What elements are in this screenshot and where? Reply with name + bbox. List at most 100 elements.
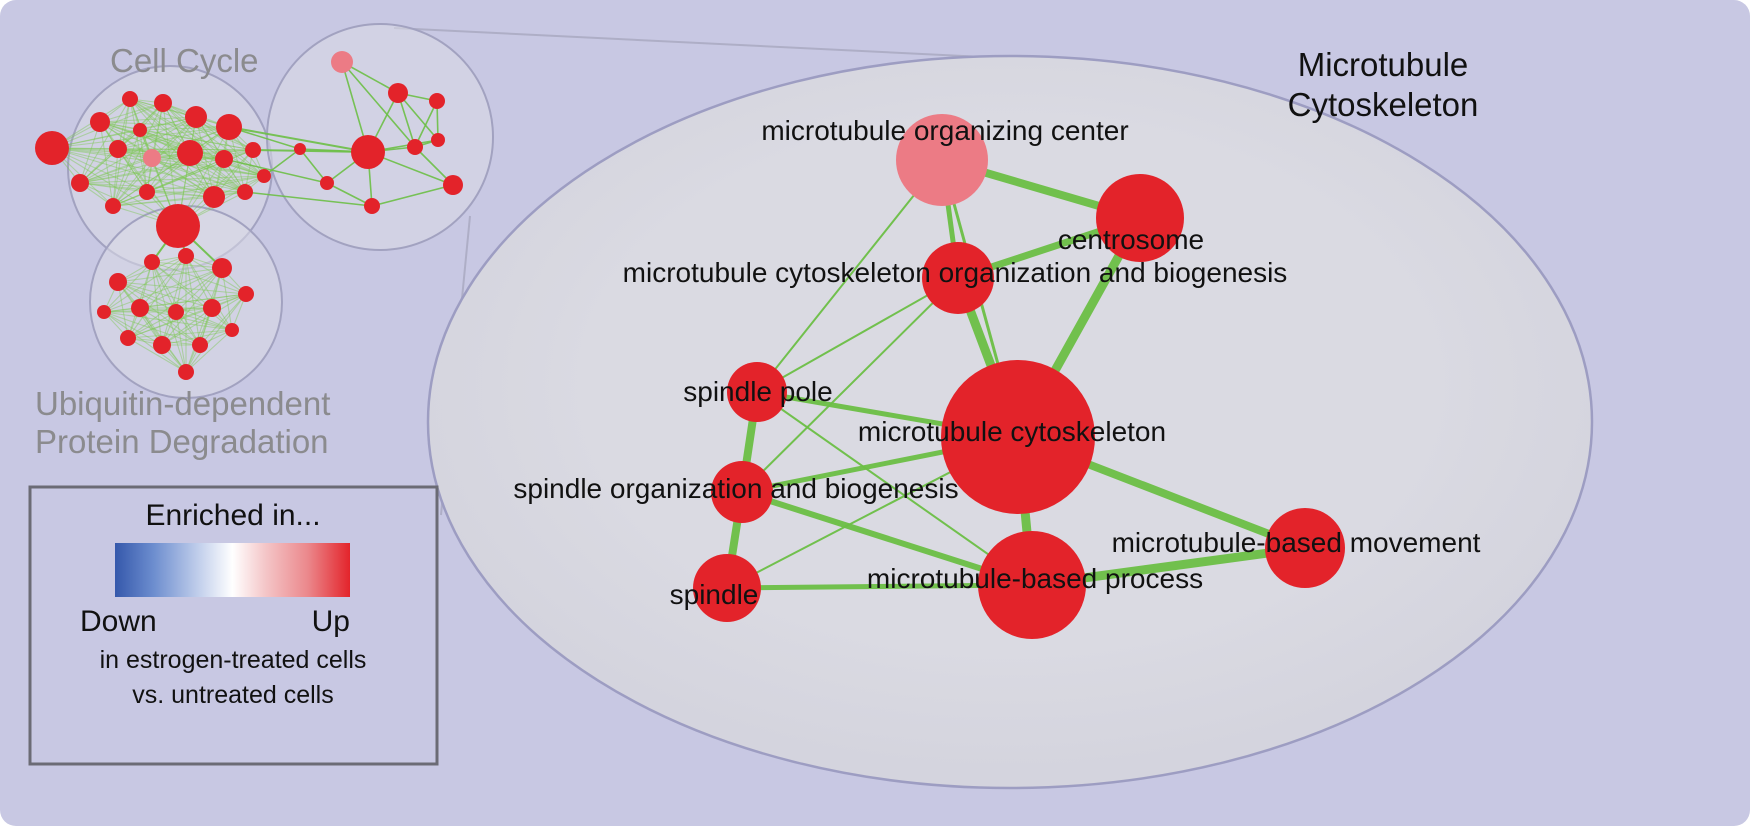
node-sob — [711, 461, 773, 523]
cell-cycle-cluster-label: Cell Cycle — [110, 42, 259, 79]
overview-edge — [79, 121, 101, 184]
overview-node — [429, 93, 445, 109]
overview-node — [215, 150, 233, 168]
overview-edge — [103, 261, 153, 313]
overview-node — [139, 184, 155, 200]
legend-border-box — [28, 485, 439, 766]
overview-edge — [185, 255, 233, 331]
overview-edge — [127, 267, 223, 339]
overview-node — [35, 131, 69, 165]
overview-edge — [199, 293, 247, 346]
overview-node — [351, 135, 385, 169]
overview-edge — [129, 98, 148, 193]
overview-edge — [99, 121, 114, 207]
overview-edge — [139, 255, 187, 309]
overview-edge — [117, 281, 201, 346]
overview-node — [105, 198, 121, 214]
cluster-outline-microtubule — [266, 23, 494, 251]
node-spindle — [693, 554, 761, 622]
overview-edge — [161, 293, 247, 346]
node-label-spindle_pole: spindle pole — [683, 376, 832, 407]
overview-edge — [103, 311, 187, 373]
overview-node — [153, 336, 171, 354]
overview-edge — [99, 121, 225, 160]
overview-node — [122, 91, 138, 107]
overview-edge — [112, 175, 265, 207]
node-moc — [896, 114, 988, 206]
overview-node — [97, 305, 111, 319]
overview-edge — [79, 158, 225, 184]
overview-edge — [139, 126, 230, 131]
overview-edge — [139, 307, 201, 346]
overview-edge — [146, 158, 225, 193]
overview-edge — [162, 102, 225, 160]
overview-edge — [117, 281, 213, 309]
overview-edge — [175, 255, 187, 313]
overview-edge — [117, 148, 215, 198]
overview-node — [168, 304, 184, 320]
overview-edge — [326, 182, 373, 207]
node-label-mbm: microtubule-based movement — [1112, 527, 1481, 558]
overview-node — [431, 133, 445, 147]
overview-edge — [151, 102, 164, 159]
overview-edge — [129, 98, 215, 198]
edge-mcob-spindle_pole — [756, 277, 959, 393]
overview-edge — [129, 98, 230, 128]
overview-edge — [51, 147, 215, 198]
overview-edge — [51, 126, 230, 149]
overview-edge — [139, 129, 148, 193]
overview-edge — [371, 184, 454, 207]
overview-network — [35, 23, 494, 399]
overview-edge — [162, 102, 254, 151]
overview-edge — [151, 261, 163, 346]
overview-edge — [112, 102, 164, 207]
overview-edge — [79, 129, 141, 184]
overview-edge — [79, 182, 148, 193]
overview-node — [203, 299, 221, 317]
overview-cross-edge — [244, 191, 373, 207]
overview-edge — [139, 129, 254, 151]
overview-node — [109, 140, 127, 158]
overview-node — [203, 186, 225, 208]
node-label-mc: microtubule cytoskeleton — [858, 416, 1166, 447]
overview-edge — [79, 116, 197, 184]
overview-edge — [117, 116, 197, 150]
overview-edge — [99, 102, 164, 123]
overview-edge — [129, 98, 225, 160]
node-centrosome — [1096, 174, 1184, 262]
overview-node — [109, 273, 127, 291]
overview-node — [143, 149, 161, 167]
overview-edge — [117, 126, 230, 150]
edge-spindle_pole-mbp — [756, 391, 1033, 586]
overview-edge — [146, 102, 164, 193]
overview-node — [178, 248, 194, 264]
overview-node — [364, 198, 380, 214]
legend-color-gradient-bar — [115, 543, 350, 597]
overview-edge — [151, 261, 223, 269]
overview-node — [388, 83, 408, 103]
ubiquitin-cluster-label-line2: Protein Degradation — [35, 423, 329, 460]
overview-edge — [51, 147, 179, 227]
overview-edge — [127, 307, 213, 339]
overview-edge — [103, 311, 233, 331]
overview-edge — [99, 121, 246, 193]
legend-caption-line2: vs. untreated cells — [132, 681, 334, 709]
overview-edge — [51, 116, 197, 149]
overview-edge — [117, 148, 225, 160]
overview-edge — [175, 311, 233, 331]
zoom-title-line1: Microtubule — [1298, 46, 1469, 83]
node-label-moc: microtubule organizing center — [761, 115, 1128, 146]
overview-edge — [195, 116, 215, 198]
node-label-mbp: microtubule-based process — [867, 563, 1203, 594]
overview-node — [238, 286, 254, 302]
overview-edge — [103, 293, 247, 313]
overview-edge — [151, 261, 247, 295]
overview-edge — [146, 191, 215, 198]
overview-edge — [146, 149, 254, 193]
overview-edge — [151, 261, 213, 309]
overview-edge — [397, 92, 439, 141]
overview-node — [120, 330, 136, 346]
legend-title: Enriched in... — [145, 499, 320, 532]
overview-node — [131, 299, 149, 317]
